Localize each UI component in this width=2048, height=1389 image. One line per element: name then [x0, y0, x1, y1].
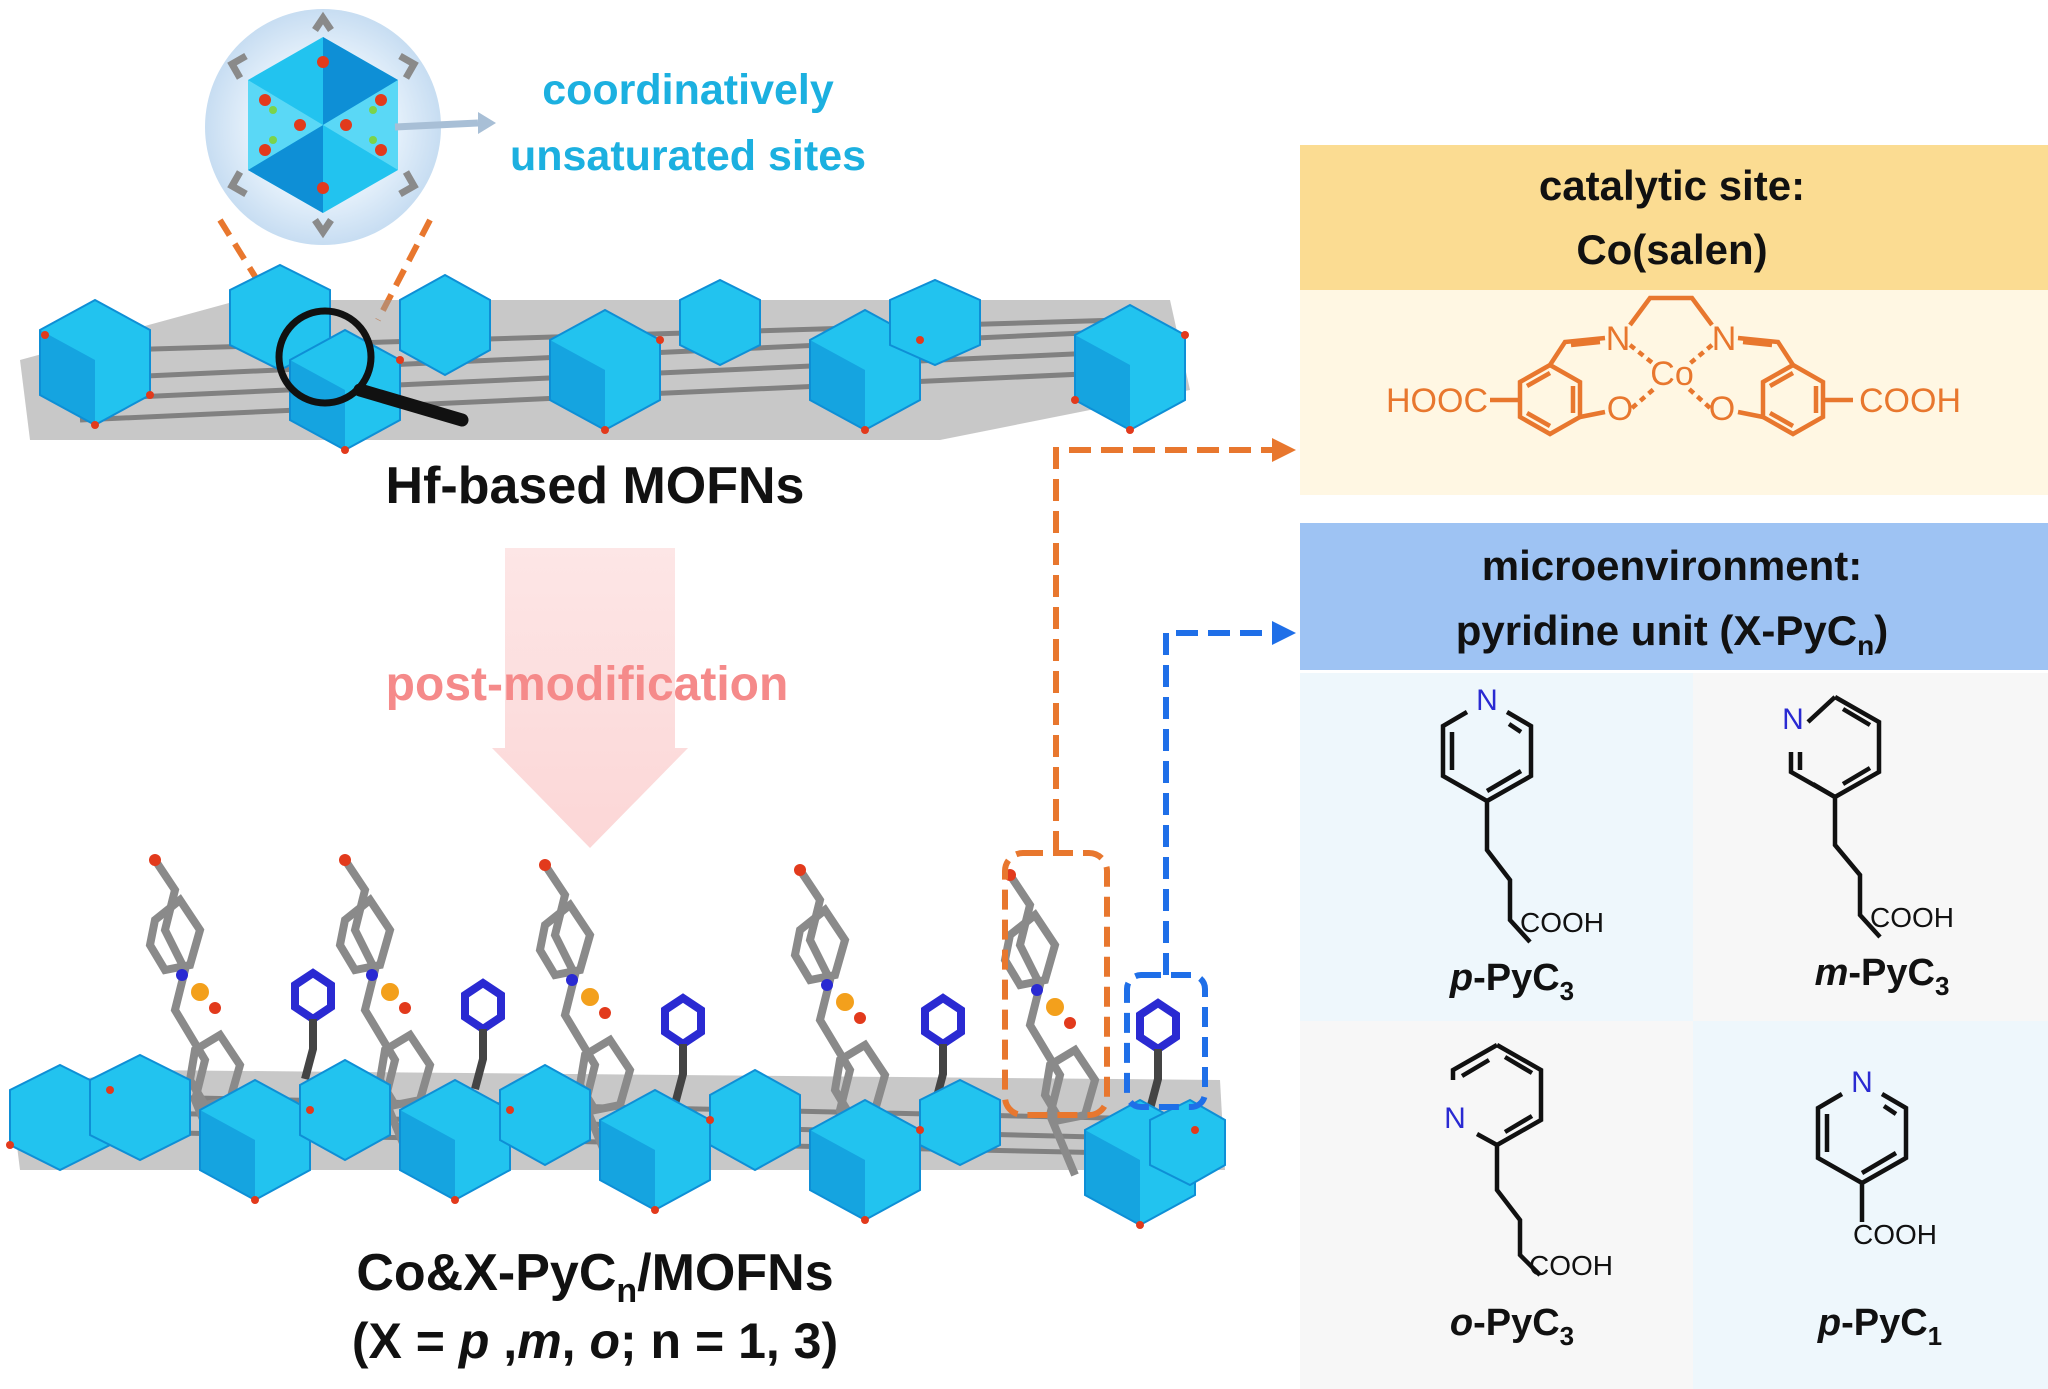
cooh-m-pyc3: COOH [1870, 902, 1954, 933]
micro-header [1300, 523, 2048, 670]
catalytic-body [1300, 290, 2048, 495]
svg-text:O: O [1607, 390, 1633, 428]
magnifier-icon [275, 307, 469, 427]
orange-connector [1053, 447, 1275, 853]
structure-p-pyc1 [1815, 1092, 1909, 1222]
post-modification-arrow [492, 548, 688, 848]
blue-connector [1163, 630, 1275, 975]
catalytic-header [1300, 145, 2048, 290]
micro-title-line1: microenvironment: [1482, 542, 1862, 589]
atom-n-p-pyc3: N [1476, 684, 1498, 717]
callout-text-line1: coordinatively [542, 66, 834, 114]
svg-text:COOH: COOH [1859, 382, 1961, 420]
co-salen-structure [1490, 295, 1853, 437]
mofn-clusters-bottom [6, 1053, 1226, 1229]
structure-o-pyc3 [1450, 1043, 1544, 1277]
svg-text:N: N [1712, 320, 1737, 358]
pyridine-cell-3 [1300, 1021, 1693, 1389]
catalytic-title-line2: Co(salen) [1576, 226, 1767, 273]
atom-n-o-pyc3: N [1444, 1102, 1466, 1135]
svg-text:O: O [1709, 390, 1735, 428]
label-o-pyc3: o-PyC3 [1450, 1302, 1574, 1351]
svg-text:HOOC: HOOC [1386, 382, 1488, 420]
structure-p-pyc3 [1440, 710, 1534, 944]
pyridine-cell-4 [1693, 1021, 2048, 1389]
atom-n-m-pyc3: N [1782, 703, 1804, 736]
atom-n-p-pyc1: N [1851, 1066, 1873, 1099]
cooh-p-pyc1: COOH [1853, 1219, 1937, 1250]
pyridine-cell-1 [1300, 673, 1693, 1021]
pyridine-cell-2 [1693, 673, 2048, 1021]
micro-title-line2: pyridine unit (X-PyCn) [1456, 607, 1888, 661]
post-modification-label: post-modification [386, 658, 789, 711]
cooh-p-pyc3: COOH [1520, 907, 1604, 938]
product-conditions: (X = p ,m, o; n = 1, 3) [352, 1313, 838, 1369]
mofn-label: Hf-based MOFNs [386, 457, 805, 515]
co-salen-atoms: N N Co O O HOOC COOH [1386, 320, 1961, 428]
callout-arrow [394, 119, 479, 131]
mofn-clusters-top [39, 263, 1189, 454]
svg-text:N: N [1606, 320, 1631, 358]
catalytic-title-line1: catalytic site: [1539, 162, 1805, 209]
zoom-callout [205, 9, 441, 322]
svg-text:Co: Co [1650, 355, 1693, 393]
label-p-pyc1: p-PyC1 [1817, 1302, 1942, 1351]
pyridine-highlight-box [1124, 972, 1208, 1110]
product-label: Co&X-PyCn/MOFNs [356, 1244, 833, 1310]
label-m-pyc3: m-PyC3 [1815, 952, 1950, 1001]
label-p-pyc3: p-PyC3 [1449, 957, 1574, 1006]
structure-m-pyc3 [1788, 695, 1882, 939]
cooh-o-pyc3: COOH [1529, 1250, 1613, 1281]
callout-text-line2: unsaturated sites [510, 132, 866, 180]
